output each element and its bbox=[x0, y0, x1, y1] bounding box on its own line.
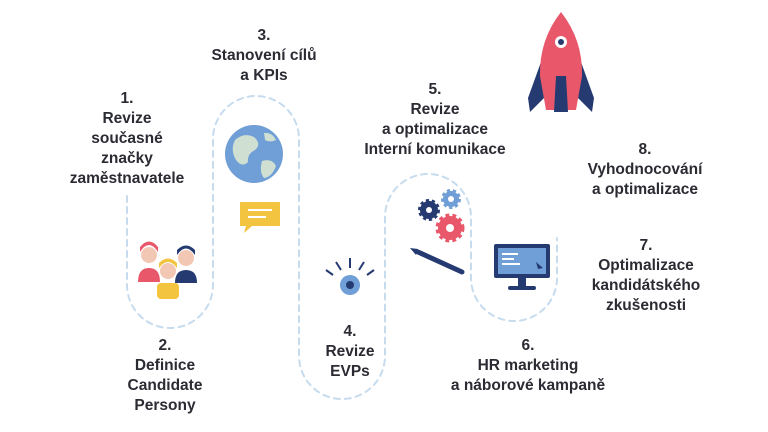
step-4-line: Revize bbox=[325, 343, 375, 360]
step-7-number: 7. bbox=[639, 237, 653, 254]
step-8-number: 8. bbox=[638, 141, 652, 158]
step-2-number: 2. bbox=[158, 337, 172, 354]
pen-icon bbox=[410, 248, 465, 275]
step-4-line: EVPs bbox=[330, 363, 370, 380]
gears-icon bbox=[418, 189, 465, 243]
step-2-line: Candidate bbox=[127, 377, 203, 394]
step-1-line: zaměstnavatele bbox=[69, 170, 185, 187]
step-3: 3. Stanovení cílů a KPIs bbox=[194, 26, 334, 86]
roadmap-path bbox=[126, 95, 558, 400]
step-1-line: současné bbox=[91, 130, 163, 147]
step-5-number: 5. bbox=[428, 81, 442, 98]
eye-icon bbox=[325, 258, 375, 295]
step-7-line: Optimalizace bbox=[598, 257, 694, 274]
step-6-line: a náborové kampaně bbox=[450, 377, 606, 394]
chat-bubble-icon bbox=[240, 202, 280, 233]
step-4: 4. Revize EVPs bbox=[305, 322, 395, 382]
monitor-icon bbox=[494, 244, 550, 290]
step-7-line: kandidátského bbox=[591, 277, 701, 294]
step-2-line: Persony bbox=[134, 397, 196, 414]
step-5-line: Interní komunikace bbox=[364, 141, 506, 158]
step-8-line: a optimalizace bbox=[592, 181, 698, 198]
step-6-line: HR marketing bbox=[477, 357, 579, 374]
step-2: 2. Definice Candidate Persony bbox=[110, 336, 220, 416]
step-6-number: 6. bbox=[521, 337, 535, 354]
step-1-line: Revize bbox=[102, 110, 152, 127]
step-8-line: Vyhodnocování bbox=[587, 161, 703, 178]
step-6: 6. HR marketing a náborové kampaně bbox=[428, 336, 628, 396]
step-1-line: značky bbox=[101, 150, 153, 167]
step-2-line: Definice bbox=[134, 357, 196, 374]
step-1-number: 1. bbox=[120, 90, 134, 107]
step-5-line: Revize bbox=[410, 101, 460, 118]
rocket-icon bbox=[528, 12, 594, 112]
step-7-line: zkušenosti bbox=[605, 297, 687, 314]
step-7: 7. Optimalizace kandidátského zkušenosti bbox=[576, 236, 716, 316]
step-8: 8. Vyhodnocování a optimalizace bbox=[570, 140, 720, 200]
step-3-line: a KPIs bbox=[240, 67, 288, 84]
step-4-number: 4. bbox=[343, 323, 357, 340]
step-5-line: a optimalizace bbox=[382, 121, 488, 138]
step-5: 5. Revize a optimalizace Interní komunik… bbox=[345, 80, 525, 160]
globe-icon bbox=[225, 125, 283, 183]
people-icon bbox=[138, 241, 197, 299]
step-3-line: Stanovení cílů bbox=[211, 47, 317, 64]
step-1: 1. Revize současné značky zaměstnavatele bbox=[62, 89, 192, 189]
step-3-number: 3. bbox=[257, 27, 271, 44]
